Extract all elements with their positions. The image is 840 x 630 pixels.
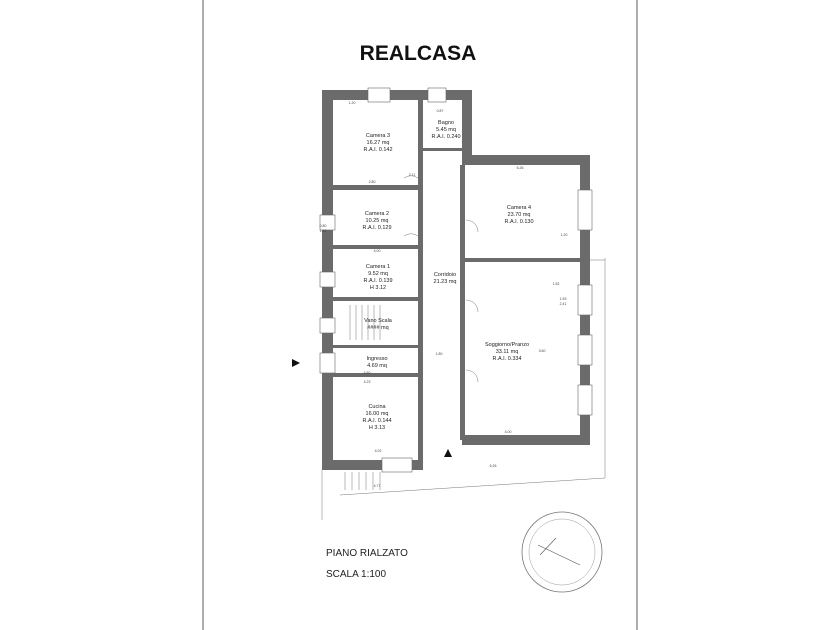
svg-text:23.70 mq: 23.70 mq [508, 212, 531, 218]
room-vano-scala: Vano Scala #### mq [364, 318, 393, 331]
svg-text:Camera 2: Camera 2 [365, 211, 389, 217]
svg-text:3.60: 3.60 [539, 349, 546, 353]
svg-text:4.77: 4.77 [374, 484, 381, 488]
room-cucina: Cucina 16.00 mq R.A.I. 0.144 H 3.13 [362, 404, 391, 431]
svg-text:1.53: 1.53 [560, 297, 567, 301]
svg-text:0.80: 0.80 [320, 224, 327, 228]
svg-text:1.20: 1.20 [349, 101, 356, 105]
svg-text:1.20: 1.20 [561, 233, 568, 237]
svg-text:2.41: 2.41 [560, 302, 567, 306]
svg-text:R.A.I. 0.142: R.A.I. 0.142 [363, 147, 392, 153]
svg-text:Camera 4: Camera 4 [507, 205, 531, 211]
svg-text:21.23 mq: 21.23 mq [434, 279, 457, 285]
svg-text:R.A.I. 0.129: R.A.I. 0.129 [362, 225, 391, 231]
room-camera-4: Camera 4 23.70 mq R.A.I. 0.130 [504, 205, 533, 225]
svg-text:5.45 mq: 5.45 mq [436, 127, 456, 133]
svg-text:Bagno: Bagno [438, 120, 454, 126]
svg-text:16.27 mq: 16.27 mq [367, 140, 390, 146]
floor-label: PIANO RIALZATO [326, 548, 408, 559]
svg-text:H 3.12: H 3.12 [370, 285, 386, 291]
room-corridoio: Corridoio 21.23 mq [434, 272, 457, 285]
svg-text:1.52: 1.52 [553, 282, 560, 286]
svg-text:4.00: 4.00 [505, 430, 512, 434]
scale-label: SCALA 1:100 [326, 569, 386, 580]
svg-text:Corridoio: Corridoio [434, 272, 456, 278]
svg-text:2.11: 2.11 [409, 173, 416, 177]
svg-text:Camera 3: Camera 3 [366, 133, 390, 139]
svg-text:6.26: 6.26 [517, 166, 524, 170]
svg-text:6.26: 6.26 [490, 464, 497, 468]
svg-text:Camera 1: Camera 1 [366, 264, 390, 270]
svg-text:1.54: 1.54 [320, 229, 327, 233]
plan-title: REALCASA [360, 42, 477, 65]
svg-text:10.25 mq: 10.25 mq [366, 218, 389, 224]
doors-windows [319, 87, 593, 473]
compass-icon [521, 511, 603, 593]
svg-text:Vano Scala: Vano Scala [364, 318, 393, 324]
svg-text:Ingresso: Ingresso [366, 356, 387, 362]
entrance-arrow-icon [444, 449, 452, 457]
svg-text:Cucina: Cucina [368, 404, 386, 410]
svg-text:#### mq: #### mq [367, 325, 388, 331]
room-soggiorno-pranzo: Soggiorno/Pranzo 33.11 mq R.A.I. 0.334 [485, 342, 529, 362]
svg-text:16.00 mq: 16.00 mq [366, 411, 389, 417]
svg-text:R.A.I. 0.240: R.A.I. 0.240 [431, 134, 460, 140]
dimension-labels: 1.20 0.87 2.80 4.00 6.26 4.00 4.50 4.23 … [320, 101, 568, 488]
stairs [321, 258, 606, 520]
svg-text:4.00: 4.00 [374, 249, 381, 253]
room-camera-3: Camera 3 16.27 mq R.A.I. 0.142 [363, 133, 392, 153]
svg-text:Soggiorno/Pranzo: Soggiorno/Pranzo [485, 342, 529, 348]
svg-text:1.80: 1.80 [436, 352, 443, 356]
svg-text:33.11 mq: 33.11 mq [496, 349, 519, 355]
room-ingresso: Ingresso 4.69 mq [366, 356, 387, 369]
svg-text:R.A.I. 0.334: R.A.I. 0.334 [492, 356, 521, 362]
svg-text:R.A.I. 0.144: R.A.I. 0.144 [362, 418, 391, 424]
svg-text:4.23: 4.23 [364, 380, 371, 384]
svg-text:9.52 mq: 9.52 mq [368, 271, 388, 277]
svg-text:4.02: 4.02 [375, 449, 382, 453]
entrance-arrow-icon [292, 359, 300, 367]
svg-text:R.A.I. 0.130: R.A.I. 0.130 [504, 219, 533, 225]
svg-text:H 3.13: H 3.13 [369, 425, 385, 431]
svg-text:0.87: 0.87 [437, 109, 444, 113]
svg-text:4.69 mq: 4.69 mq [367, 363, 387, 369]
svg-text:4.50: 4.50 [364, 371, 371, 375]
room-bagno: Bagno 5.45 mq R.A.I. 0.240 [431, 120, 460, 140]
svg-text:R.A.I. 0.139: R.A.I. 0.139 [363, 278, 392, 284]
room-camera-1: Camera 1 9.52 mq R.A.I. 0.139 H 3.12 [363, 264, 392, 291]
room-camera-2: Camera 2 10.25 mq R.A.I. 0.129 [362, 211, 391, 231]
svg-text:2.80: 2.80 [369, 180, 376, 184]
